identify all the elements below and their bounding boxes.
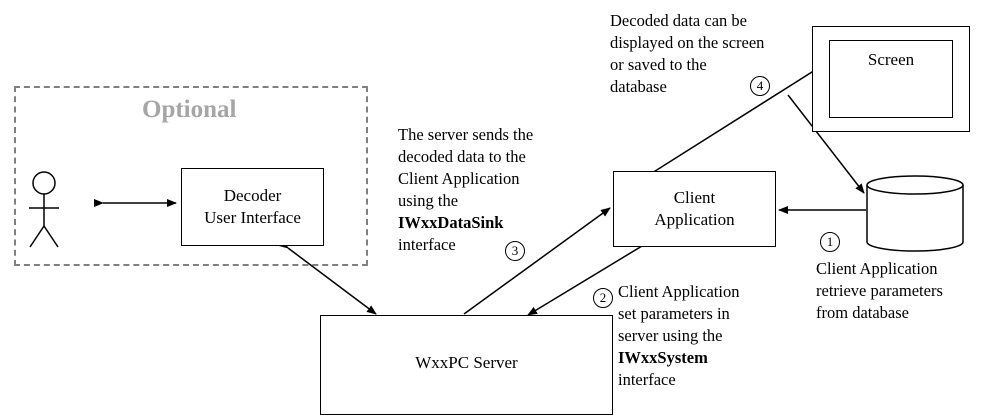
note-line: Client Application	[618, 282, 740, 301]
step-2-badge: 2	[593, 288, 613, 308]
user-actor-icon	[29, 171, 59, 248]
interface-name-system: IWxxSystem	[618, 348, 708, 367]
note-line: Client Application	[816, 259, 938, 278]
database-icon	[866, 175, 964, 252]
server-to-client-arrow	[463, 207, 611, 315]
client-application-box: Client Application	[613, 171, 776, 247]
note-line: retrieve parameters	[816, 281, 943, 300]
connectors	[29, 59, 964, 316]
note-decoded-display: Decoded data can be displayed on the scr…	[610, 10, 764, 98]
screen-monitor	[812, 26, 970, 132]
note-client-sets: Client Application set parameters in ser…	[618, 281, 739, 391]
note-line: interface	[618, 370, 676, 389]
client-to-server-arrow	[527, 245, 643, 316]
optional-region	[14, 86, 368, 266]
note-server-sends: The server sends the decoded data to the…	[398, 124, 533, 256]
screen-label: Screen	[867, 50, 915, 69]
note-line: database	[610, 77, 667, 96]
note-line: Decoded data can be	[610, 11, 747, 30]
screen-display	[829, 40, 953, 118]
decoder-ui-line1: Decoder	[223, 186, 282, 205]
note-line: Client Application	[398, 169, 520, 188]
note-line: using the	[398, 191, 459, 210]
server-box: WxxPC Server	[320, 315, 613, 415]
interface-name-datasink: IWxxDataSink	[398, 213, 504, 232]
to-database-arrow	[787, 94, 865, 194]
decoder-ui-line2: User Interface	[204, 208, 301, 227]
note-line: set parameters in	[618, 304, 730, 323]
ui-to-server-arrow	[278, 239, 377, 315]
note-line: server using the	[618, 326, 723, 345]
client-app-line1: Client	[673, 188, 716, 207]
note-line: The server sends the	[398, 125, 534, 144]
step-1-badge: 1	[820, 232, 840, 252]
note-line: from database	[816, 303, 909, 322]
server-label: WxxPC Server	[415, 353, 518, 372]
optional-label: Optional	[142, 96, 237, 123]
client-to-screen-arrow	[651, 59, 832, 174]
step-4-badge: 4	[750, 76, 770, 96]
architecture-diagram: Optional	[14, 10, 970, 415]
note-client-retrieves: Client Application retrieve parameters f…	[816, 258, 943, 324]
note-line: displayed on the screen	[610, 33, 765, 52]
step-3-badge: 3	[505, 241, 525, 261]
client-app-line2: Application	[654, 210, 735, 229]
note-line: decoded data to the	[398, 147, 526, 166]
decoder-ui-box: Decoder User Interface	[181, 168, 324, 246]
note-line: or saved to the	[610, 55, 707, 74]
note-line: interface	[398, 235, 456, 254]
